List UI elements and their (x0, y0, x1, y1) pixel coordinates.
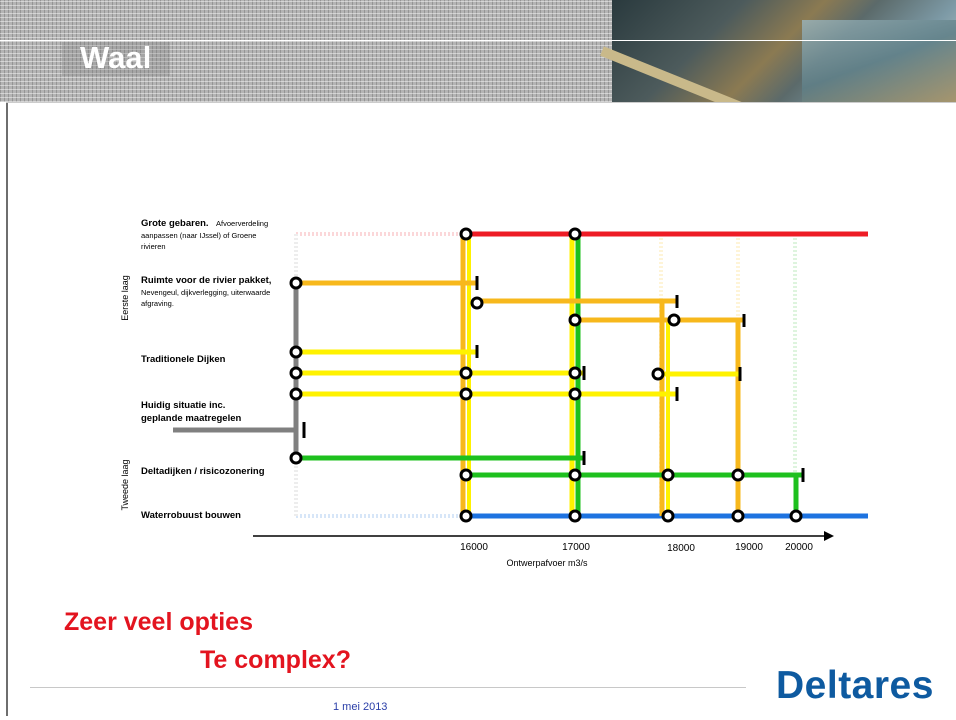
option-grote-line1: Grote gebaren. Afvoerverdeling (141, 213, 268, 230)
tick-label: 18000 (667, 543, 695, 554)
option-ruimte-line1: Ruimte voor de rivier pakket, (141, 275, 271, 286)
river-photo-area (802, 20, 956, 102)
node (661, 468, 675, 482)
node (651, 367, 665, 381)
option-ruimte-line3: afgraving. (141, 299, 174, 308)
option-labels: Grote gebaren. Afvoerverdeling aanpassen… (141, 213, 271, 521)
footer-date: 1 mei 2013 (333, 701, 388, 713)
option-water: Waterrobuust bouwen (141, 510, 241, 521)
transfer-nodes (289, 227, 803, 523)
node (459, 366, 473, 380)
option-delta: Deltadijken / risicozonering (141, 466, 265, 477)
tick-label: 20000 (785, 542, 813, 553)
left-rule (6, 102, 8, 716)
option-huidig-line1: Huidig situatie inc. (141, 400, 225, 411)
slide-title: Waal (80, 40, 152, 75)
end-bars (302, 276, 805, 482)
node (289, 366, 303, 380)
option-diagram: 16000 17000 18000 19000 20000 Ontwerpafv… (120, 213, 868, 568)
x-axis: 16000 17000 18000 19000 20000 Ontwerpafv… (253, 531, 834, 568)
node (459, 387, 473, 401)
note-line-1: Zeer veel opties (64, 608, 253, 636)
node (661, 509, 675, 523)
x-axis-arrow (824, 531, 834, 541)
node (470, 296, 484, 310)
option-huidig-line2: geplande maatregelen (141, 413, 242, 424)
node (731, 509, 745, 523)
node (289, 387, 303, 401)
footer-rule (30, 687, 746, 688)
tick-label: 17000 (562, 542, 590, 553)
node (289, 345, 303, 359)
x-axis-label: Ontwerpafvoer m3/s (506, 558, 588, 568)
node (568, 468, 582, 482)
header-rule (0, 40, 956, 41)
layer-label-first: Eerste laag (120, 275, 130, 321)
option-grote-bold: Grote gebaren. (141, 218, 209, 229)
node (568, 509, 582, 523)
node (568, 387, 582, 401)
node (459, 509, 473, 523)
node (289, 276, 303, 290)
route-lines (173, 231, 868, 519)
title-backdrop (62, 42, 170, 76)
node (459, 468, 473, 482)
node (289, 451, 303, 465)
option-dijken: Traditionele Dijken (141, 354, 226, 365)
top-rule (6, 102, 956, 103)
node (568, 313, 582, 327)
node (731, 468, 745, 482)
header-banner: Waal (0, 0, 956, 102)
option-grote-rest: Afvoerverdeling (216, 219, 268, 228)
node (789, 509, 803, 523)
tick-label: 16000 (460, 542, 488, 553)
node (568, 227, 582, 241)
bridge-river-photo (600, 0, 956, 102)
node (459, 227, 473, 241)
tick-label: 19000 (735, 542, 763, 553)
node (568, 366, 582, 380)
layer-label-second: Tweede laag (120, 459, 130, 510)
deltares-logo: Deltares (776, 664, 934, 707)
option-grote-line2: aanpassen (naar IJssel) of Groene (141, 231, 256, 240)
node (667, 313, 681, 327)
note-line-2: Te complex? (200, 646, 351, 674)
option-ruimte-line2: Nevengeul, dijkverlegging, uiterwaarde (141, 288, 270, 297)
option-grote-line3: rivieren (141, 242, 166, 251)
